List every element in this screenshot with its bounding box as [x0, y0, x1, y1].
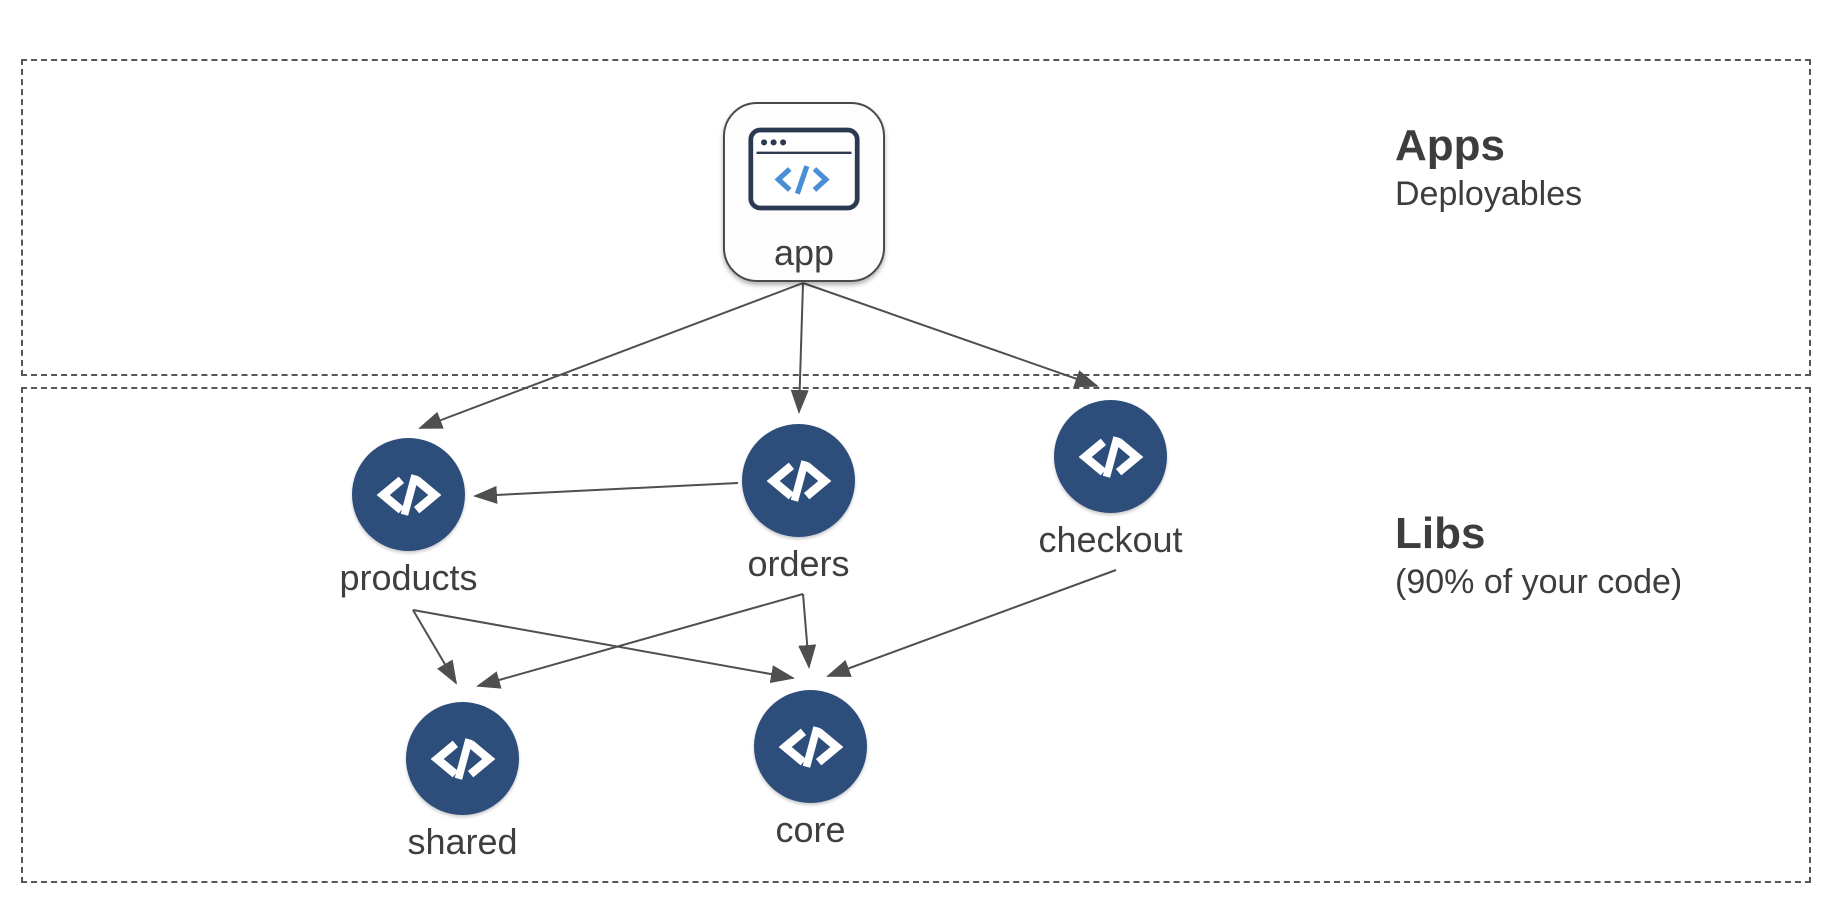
libs-section-box — [21, 387, 1811, 883]
node-app-label: app — [773, 232, 835, 273]
code-icon — [742, 424, 855, 537]
node-checkout-label: checkout — [1038, 519, 1183, 560]
code-icon — [352, 438, 465, 551]
node-shared: shared — [406, 702, 519, 862]
node-products: products — [339, 438, 478, 598]
libs-title: Libs — [1395, 509, 1486, 558]
edge-checkout-core — [826, 569, 1117, 677]
edge-app-checkout — [802, 282, 1099, 388]
libs-section-label: Libs (90% of your code) — [1395, 508, 1682, 603]
code-icon — [754, 690, 867, 803]
code-icon — [406, 702, 519, 815]
node-checkout: checkout — [1038, 400, 1183, 560]
code-icon — [1054, 400, 1167, 513]
node-orders-label: orders — [747, 543, 850, 584]
edge-products-core — [412, 609, 795, 683]
libs-subtitle: (90% of your code) — [1395, 562, 1683, 601]
apps-subtitle: Deployables — [1395, 174, 1583, 213]
edge-orders-products — [473, 482, 739, 504]
node-shared-label: shared — [407, 821, 518, 862]
node-orders: orders — [742, 424, 855, 584]
edge-app-orders — [790, 282, 809, 414]
apps-title: Apps — [1395, 121, 1505, 170]
apps-section-box — [21, 59, 1811, 376]
node-core: core — [754, 690, 867, 850]
edge-products-shared — [412, 609, 458, 685]
browser-window-icon — [748, 127, 860, 211]
edge-app-products — [418, 282, 804, 429]
apps-section-label: Apps Deployables — [1395, 120, 1582, 215]
node-core-label: core — [775, 809, 846, 850]
node-products-label: products — [339, 557, 478, 598]
edge-orders-shared — [476, 593, 804, 689]
edge-orders-core — [798, 593, 817, 669]
node-app: app — [723, 102, 885, 282]
